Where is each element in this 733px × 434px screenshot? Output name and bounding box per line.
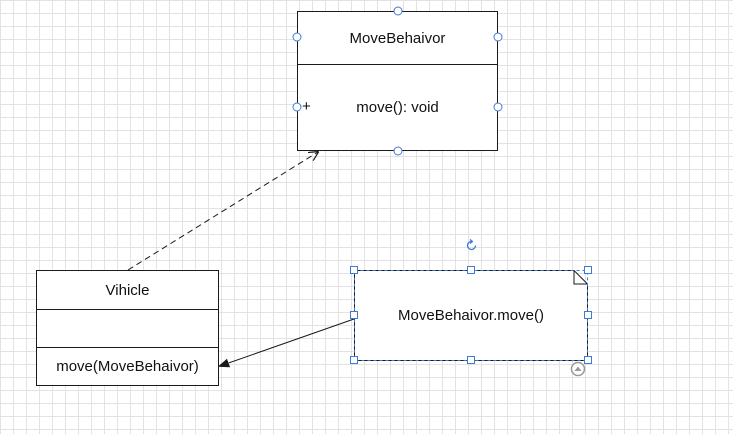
call-connector[interactable] xyxy=(220,318,355,366)
connection-point-left-lower[interactable] xyxy=(292,102,302,112)
resize-handle-nw[interactable] xyxy=(350,266,358,274)
move-behaivor-method: move(): void xyxy=(356,99,439,116)
resize-handle-n[interactable] xyxy=(467,266,475,274)
vihicle-method: move(MoveBehaivor) xyxy=(56,358,199,375)
connection-point-right-upper[interactable] xyxy=(493,32,503,42)
resize-handle-s[interactable] xyxy=(467,356,475,364)
resize-handle-ne[interactable] xyxy=(584,266,592,274)
visibility-marker: + xyxy=(302,98,311,115)
vihicle-class[interactable]: Vihicle move(MoveBehaivor) xyxy=(36,270,219,386)
realization-connector[interactable] xyxy=(127,152,318,271)
vihicle-attributes xyxy=(37,310,218,348)
connection-point-bottom[interactable] xyxy=(393,146,403,156)
resize-handle-w[interactable] xyxy=(350,311,358,319)
note-text: MoveBehaivor.move() xyxy=(398,307,544,324)
resize-handle-sw[interactable] xyxy=(350,356,358,364)
connection-point-left-upper[interactable] xyxy=(292,32,302,42)
connection-point-top[interactable] xyxy=(393,6,403,16)
resize-handle-e[interactable] xyxy=(584,311,592,319)
vihicle-class-name: Vihicle xyxy=(37,271,218,310)
resize-handle-se[interactable] xyxy=(584,356,592,364)
connection-point-right-lower[interactable] xyxy=(493,102,503,112)
rotate-icon[interactable] xyxy=(466,238,477,251)
move-behaivor-class-name: MoveBehaivor xyxy=(298,12,497,65)
expand-icon[interactable] xyxy=(570,361,586,377)
